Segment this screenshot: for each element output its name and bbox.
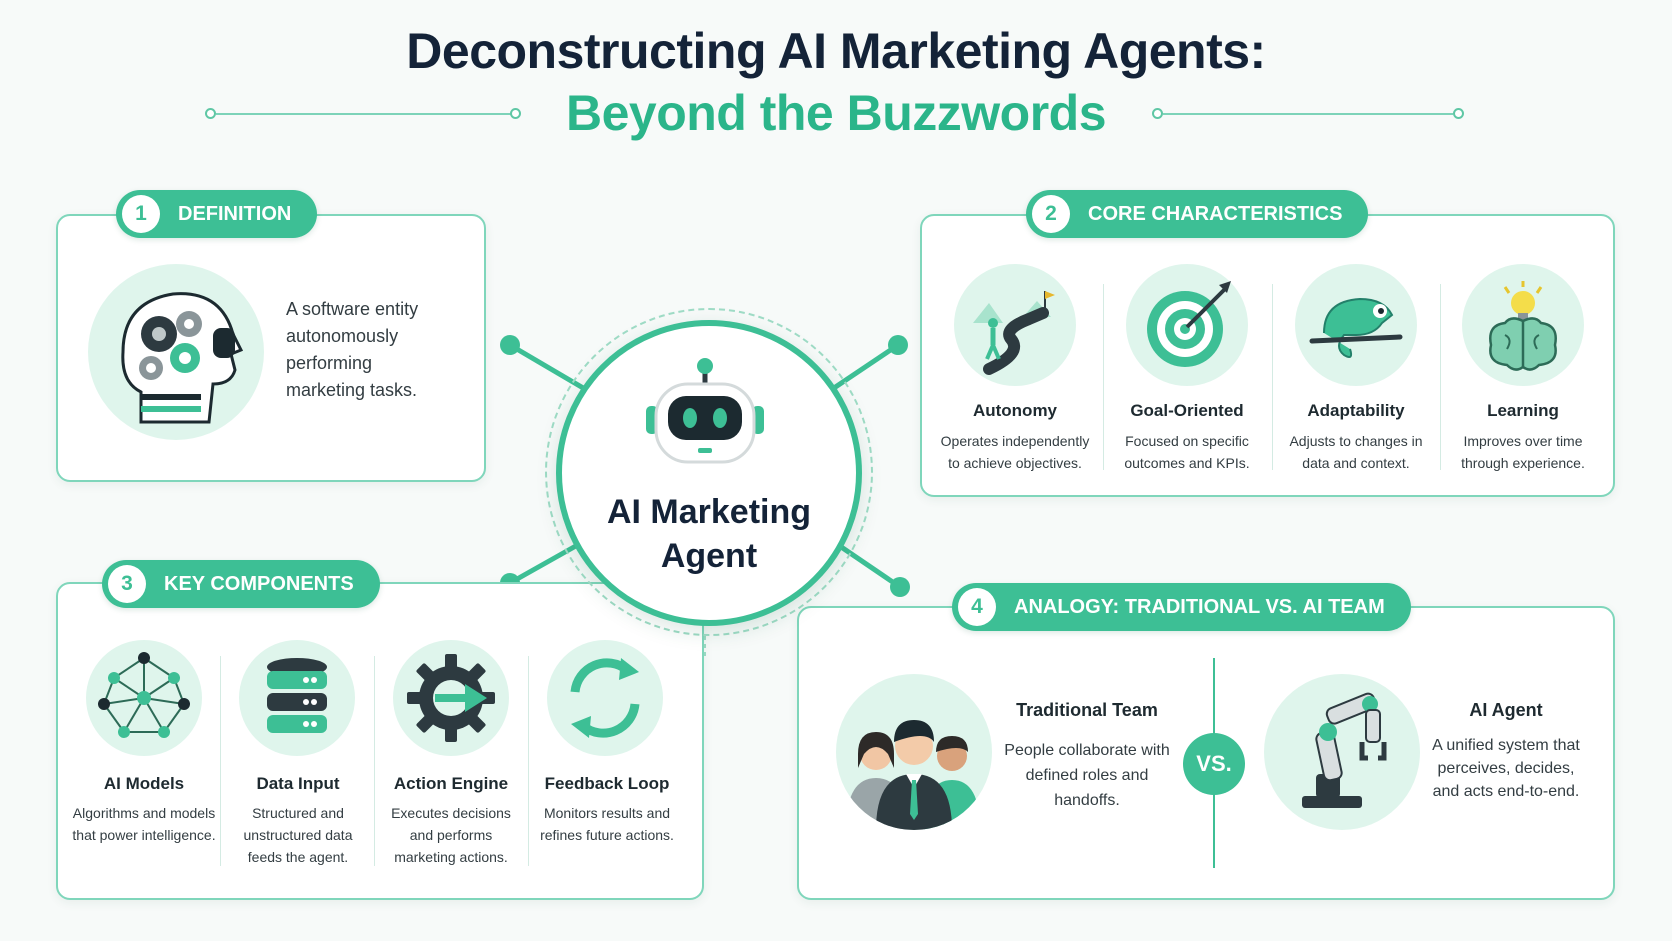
analogy-pill: 4 ANALOGY: TRADITIONAL VS. AI TEAM <box>952 583 1411 631</box>
characteristic-title: Autonomy <box>972 401 1058 420</box>
ai-agent-title: AI Agent <box>1469 700 1543 720</box>
divider <box>220 656 221 866</box>
characteristic-desc: Improves over time through experience. <box>1461 433 1585 471</box>
components-label: KEY COMPONENTS <box>164 572 354 595</box>
component-title: Feedback Loop <box>544 774 670 793</box>
characteristics-number: 2 <box>1032 195 1070 233</box>
characteristic-title: Adaptability <box>1307 401 1405 420</box>
hub-outer-ring <box>545 308 873 636</box>
page-title: Deconstructing AI Marketing Agents: <box>406 23 1266 79</box>
title-deco-line-right <box>1163 113 1453 115</box>
divider <box>1440 284 1441 470</box>
definition-pill: 1 DEFINITION <box>116 190 318 238</box>
divider <box>374 656 375 866</box>
characteristic-title: Learning <box>1487 401 1559 420</box>
component-desc: Executes decisions and performs marketin… <box>391 805 511 865</box>
robot-arm-icon <box>1264 674 1420 830</box>
component-desc: Algorithms and models that power intelli… <box>72 805 216 843</box>
divider <box>528 656 529 866</box>
title-deco-dot-right-inner <box>1152 108 1163 119</box>
people-team-icon <box>836 674 992 830</box>
characteristic-title: Goal-Oriented <box>1130 401 1244 420</box>
gear-arrow-icon <box>393 640 509 756</box>
components-pill: 3 KEY COMPONENTS <box>102 560 380 608</box>
chameleon-icon <box>1295 264 1417 386</box>
definition-number: 1 <box>122 195 160 233</box>
component-desc: Structured and unstructured data feeds t… <box>243 805 353 865</box>
definition-label: DEFINITION <box>178 202 292 225</box>
divider <box>1272 284 1273 470</box>
divider <box>1103 284 1104 470</box>
component-desc: Monitors results and refines future acti… <box>540 805 674 843</box>
characteristic-desc: Adjusts to changes in data and context. <box>1289 433 1423 471</box>
target-icon <box>1126 264 1248 386</box>
title-deco-dot-left <box>205 108 216 119</box>
ai-agent-desc: A unified system that perceives, decides… <box>1432 737 1580 800</box>
component-title: Action Engine <box>393 774 509 793</box>
refresh-icon <box>547 640 663 756</box>
traditional-team-title: Traditional Team <box>1016 700 1158 720</box>
title-deco-dot-left-inner <box>510 108 521 119</box>
component-title: AI Models <box>103 774 185 793</box>
component-title: Data Input <box>256 774 340 793</box>
neural-network-icon <box>86 640 202 756</box>
analogy-label: ANALOGY: TRADITIONAL VS. AI TEAM <box>1014 595 1385 618</box>
hub-label: AI Marketing Agent <box>606 493 812 575</box>
characteristic-desc: Focused on specific outcomes and KPIs. <box>1124 433 1250 471</box>
title-deco-line-left <box>216 113 516 115</box>
characteristic-desc: Operates independently to achieve object… <box>940 433 1090 471</box>
components-number: 3 <box>108 565 146 603</box>
title-deco-dot-right <box>1453 108 1464 119</box>
definition-text: A software entity autonomously performin… <box>286 299 419 400</box>
robot-icon <box>646 358 764 464</box>
analogy-number: 4 <box>958 588 996 626</box>
page-subtitle: Beyond the Buzzwords <box>565 85 1107 141</box>
traditional-team-desc: People collaborate with defined roles an… <box>1004 742 1170 809</box>
database-icon <box>239 640 355 756</box>
characteristics-label: CORE CHARACTERISTICS <box>1088 202 1343 225</box>
vs-badge: VS. <box>1183 733 1245 795</box>
robot-head-gears-icon <box>88 264 264 440</box>
brain-bulb-icon <box>1462 264 1584 386</box>
path-walker-icon <box>954 264 1076 386</box>
characteristics-pill: 2 CORE CHARACTERISTICS <box>1026 190 1369 238</box>
